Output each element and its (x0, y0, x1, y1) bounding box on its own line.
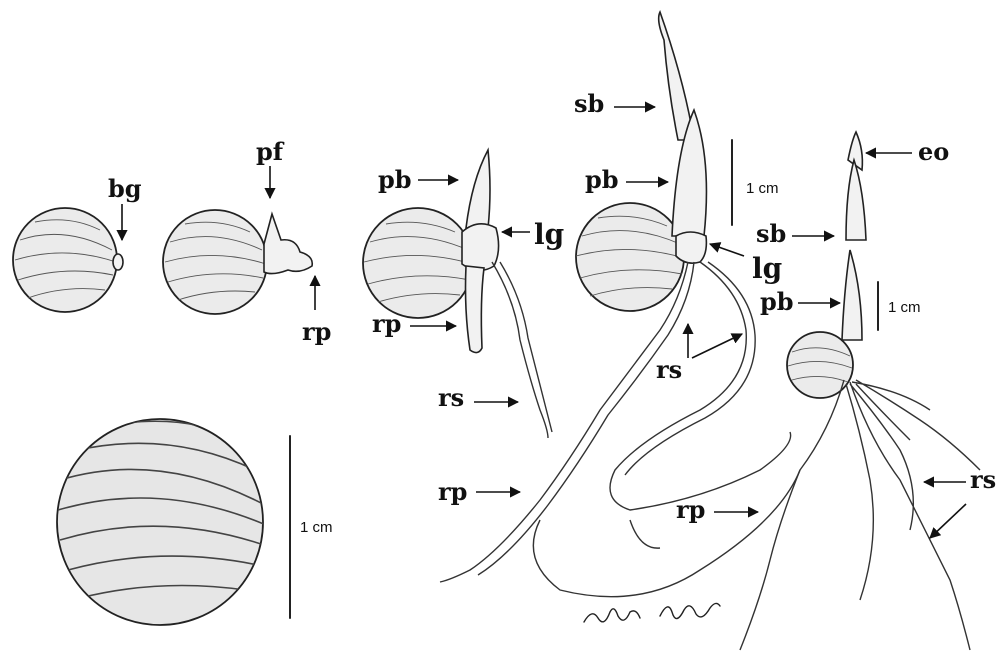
scale-label-stage4: 1 cm (746, 180, 779, 197)
label-pb-stage5: pb (760, 287, 794, 316)
primary-sheath (466, 150, 490, 228)
label-rs-stage5: rs (970, 465, 996, 494)
secondary-root (492, 262, 548, 438)
artist-signature (584, 603, 720, 622)
primary-root (466, 266, 485, 353)
label-sb-stage4: sb (574, 89, 604, 118)
secondary-sheath (846, 160, 866, 240)
scale-label-seed: 1 cm (300, 519, 333, 536)
seed-detail (57, 419, 290, 625)
label-pf: pf (256, 137, 285, 166)
stage-4-seedling (440, 12, 800, 597)
label-lg-stage4: lg (752, 252, 782, 285)
stage-1-seed (13, 208, 123, 312)
label-pb-stage4: pb (585, 165, 619, 194)
label-rp-stage5: rp (676, 495, 705, 524)
label-lg-stage3: lg (534, 218, 564, 251)
stage-5-seedling (740, 132, 980, 650)
secondary-sheath (659, 12, 694, 140)
label-rp-stage2: rp (302, 317, 331, 346)
label-rs-stage3: rs (438, 383, 464, 412)
button-structure (113, 254, 123, 270)
label-sb-stage5: sb (756, 219, 786, 248)
label-bg: bg (108, 174, 142, 203)
label-pb-stage3: pb (378, 165, 412, 194)
label-rp-stage3: rp (372, 309, 401, 338)
ligule-collar (676, 232, 706, 263)
roots-cluster (740, 380, 980, 650)
label-eo: eo (918, 137, 949, 166)
petiole-structure (264, 214, 312, 274)
label-rs-stage4: rs (656, 355, 682, 384)
primary-sheath (842, 250, 862, 340)
stage-2-seed (163, 210, 312, 314)
scale-label-stage5: 1 cm (888, 299, 921, 316)
label-rp-stage4: rp (438, 477, 467, 506)
